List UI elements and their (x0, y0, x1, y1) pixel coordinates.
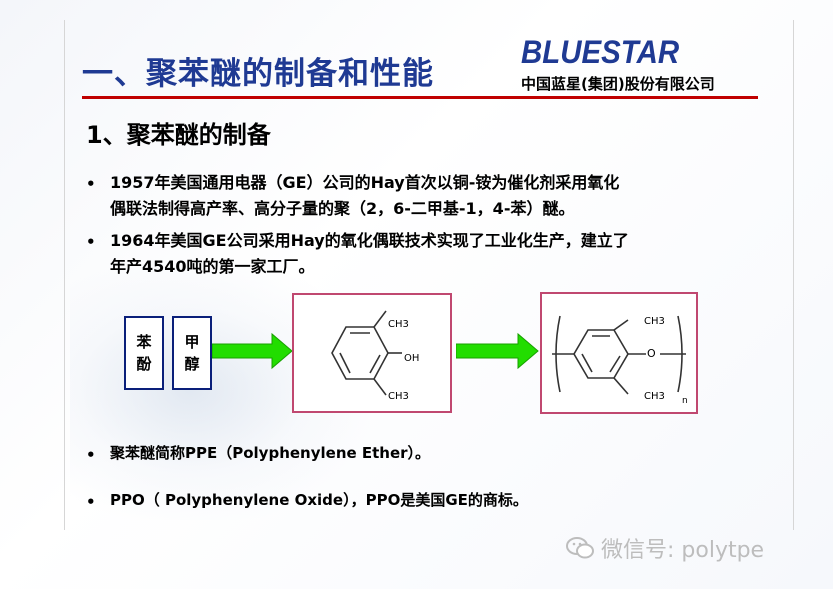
section-title: 1、聚苯醚的制备 (86, 121, 271, 149)
dimethylphenol-structure (331, 310, 402, 396)
slide-border-left (64, 20, 65, 530)
monomer-top-group: CH3 (388, 319, 409, 330)
bullet-line: 年产4540吨的第一家工厂。 (110, 257, 315, 276)
phenol-box: 苯 酚 (124, 316, 164, 390)
company-name: 中国蓝星(集团)股份有限公司 (521, 75, 715, 93)
bullet-line: 聚苯醚简称PPE（Polyphenylene Ether）。 (110, 444, 431, 462)
wechat-watermark: 微信号: polytpe (565, 532, 764, 564)
polymer-top-group: CH3 (644, 316, 665, 327)
reaction-arrow-1 (212, 332, 293, 370)
polymer-bottom-group: CH3 (644, 391, 665, 402)
monomer-side-group: OH (404, 353, 420, 364)
ppe-repeat-unit-structure (552, 315, 686, 395)
header-divider (82, 96, 758, 99)
bullet-text-4: PPO（ Polyphenylene Oxide），PPO是美国GE的商标。 (110, 487, 750, 513)
bullet-line: 1964年美国GE公司采用Hay的氧化偶联技术实现了工业化生产，建立了 (110, 231, 629, 250)
bullet-text-2: 1964年美国GE公司采用Hay的氧化偶联技术实现了工业化生产，建立了 年产45… (110, 228, 750, 280)
bullet-text-3: 聚苯醚简称PPE（Polyphenylene Ether）。 (110, 440, 750, 466)
bullet-marker: • (86, 493, 96, 511)
bullet-line: 1957年美国通用电器（GE）公司的Hay首次以铜-铵为催化剂采用氧化 (110, 173, 620, 192)
page-title: 一、聚苯醚的制备和性能 (82, 56, 434, 92)
monomer-structure-frame: CH3 OH CH3 (292, 293, 452, 413)
bullet-text-1: 1957年美国通用电器（GE）公司的Hay首次以铜-铵为催化剂采用氧化 偶联法制… (110, 170, 750, 222)
bluestar-logo: BLUESTAR (521, 34, 680, 70)
bullet-marker: • (86, 233, 96, 251)
bullet-line: PPO（ Polyphenylene Oxide），PPO是美国GE的商标。 (110, 491, 528, 509)
polymer-subscript-n: n (682, 396, 688, 406)
watermark-text: 微信号: polytpe (601, 538, 765, 563)
reaction-arrow-2 (456, 332, 539, 370)
phenol-label-2: 酚 (136, 355, 152, 373)
methanol-label-1: 甲 (184, 333, 200, 351)
bullet-marker: • (86, 175, 96, 193)
polymer-ether-link: O (647, 347, 656, 360)
monomer-bottom-group: CH3 (388, 391, 409, 402)
bullet-marker: • (86, 446, 96, 464)
wechat-icon (566, 537, 594, 559)
phenol-label-1: 苯 (136, 333, 152, 351)
methanol-box: 甲 醇 (172, 316, 212, 390)
bullet-line: 偶联法制得高产率、高分子量的聚（2，6-二甲基-1，4-苯）醚。 (110, 199, 575, 218)
polymer-structure-frame: CH3 O CH3 n (540, 292, 698, 414)
slide-border-right (793, 20, 794, 530)
methanol-label-2: 醇 (184, 355, 200, 373)
